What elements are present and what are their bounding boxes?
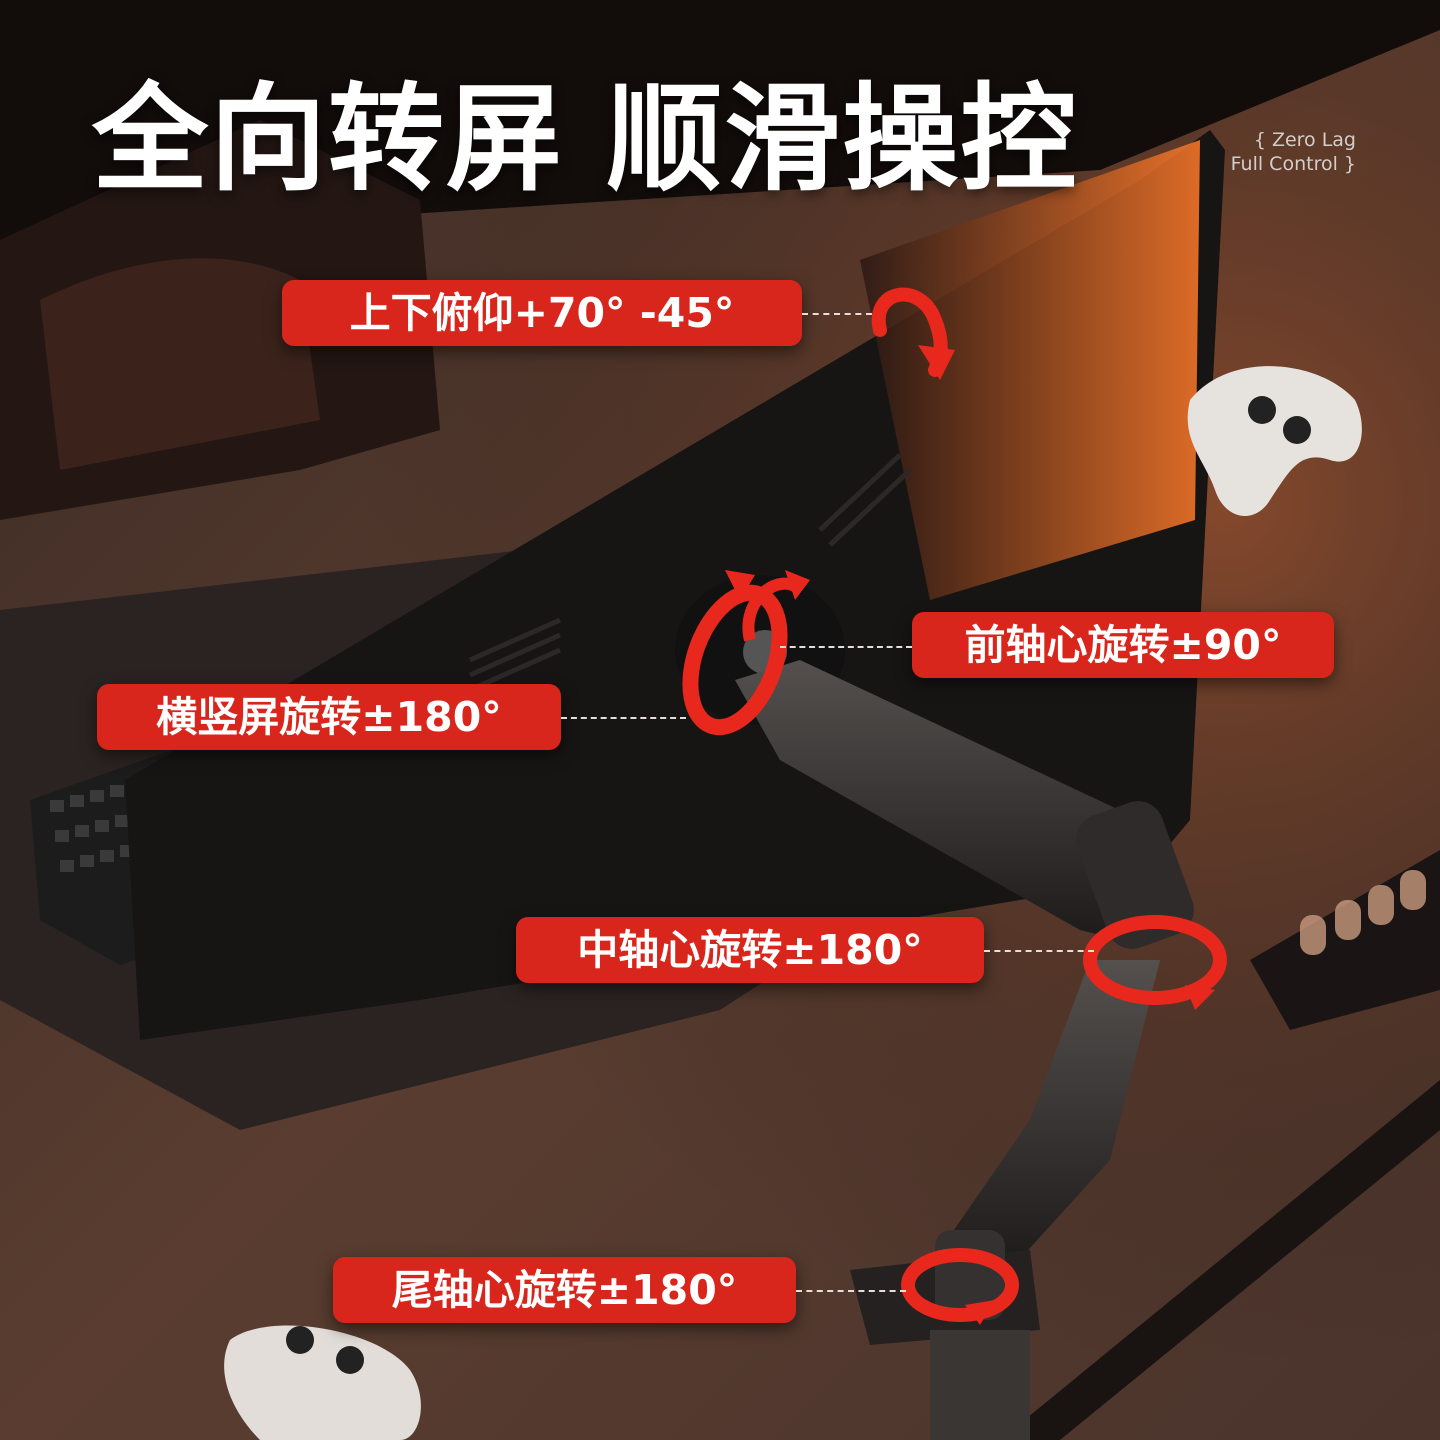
tagline-line-1: { Zero Lag [1253, 129, 1356, 151]
leader-front-axis [780, 646, 912, 648]
callout-front-axis: 前轴心旋转±90° [912, 612, 1334, 678]
callout-screen-rotate: 横竖屏旋转±180° [97, 684, 561, 750]
tagline-line-2: Full Control } [1230, 153, 1356, 175]
callout-tilt: 上下俯仰+70° -45° [282, 280, 802, 346]
leader-tail-axis [796, 1290, 906, 1292]
callout-middle-axis: 中轴心旋转±180° [516, 917, 984, 983]
tail-axis-arrow-icon [901, 1248, 1019, 1322]
tagline: { Zero Lag Full Control } [1196, 128, 1356, 176]
middle-axis-arrow-icon [1083, 915, 1227, 1005]
leader-screen-rotate [561, 717, 686, 719]
leader-middle-axis [984, 950, 1094, 952]
headline: 全向转屏 顺滑操控 [92, 72, 1079, 207]
leader-tilt [802, 313, 872, 315]
callout-tail-axis: 尾轴心旋转±180° [333, 1257, 796, 1323]
